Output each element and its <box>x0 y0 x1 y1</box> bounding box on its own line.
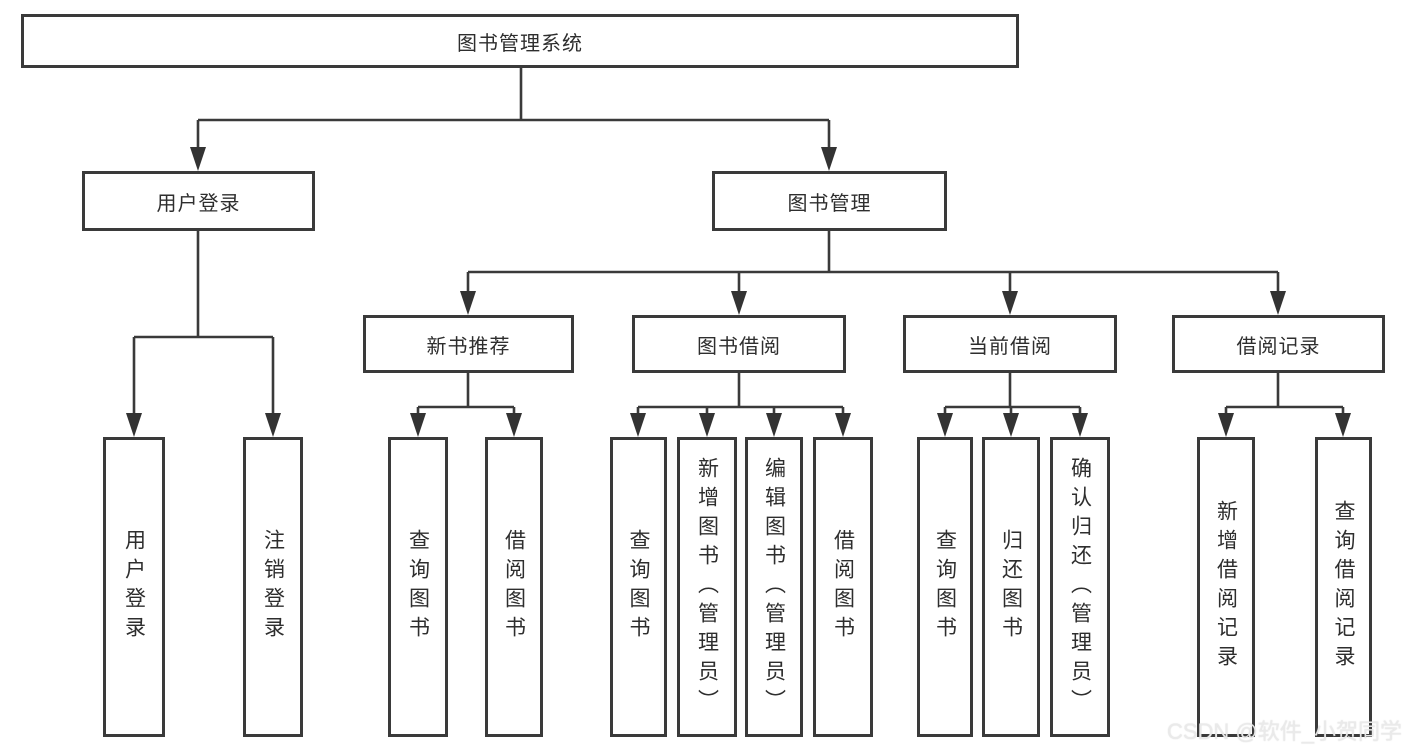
node-current-borrowing: 当前借阅 <box>903 315 1117 373</box>
node-library-management-system: 图书管理系统 <box>21 14 1019 68</box>
node-user-login: 用户登录 <box>82 171 315 231</box>
node-book-borrowing: 图书借阅 <box>632 315 846 373</box>
leaf-query-books-recommendation: 查询图书 <box>388 437 448 737</box>
leaf-logout: 注销登录 <box>243 437 303 737</box>
leaf-return-books: 归还图书 <box>982 437 1040 737</box>
leaf-query-books-borrowing: 查询图书 <box>610 437 667 737</box>
node-label: 查询借阅记录 <box>1332 500 1355 674</box>
node-label: 图书管理 <box>787 192 872 215</box>
node-label: 借阅图书 <box>502 529 526 645</box>
node-borrowing-records: 借阅记录 <box>1172 315 1385 373</box>
node-label: 新增借阅记录 <box>1214 500 1238 674</box>
leaf-edit-book-admin: 编辑图书（管理员） <box>745 437 803 737</box>
node-new-book-recommendation: 新书推荐 <box>363 315 574 373</box>
leaf-borrow-books-recommendation: 借阅图书 <box>485 437 543 737</box>
leaf-add-book-admin: 新增图书（管理员） <box>677 437 737 737</box>
leaf-confirm-return-admin: 确认归还（管理员） <box>1050 437 1110 737</box>
node-label: 归还图书 <box>999 529 1023 645</box>
leaf-borrow-books-borrowing: 借阅图书 <box>813 437 873 737</box>
node-label: 图书借阅 <box>697 335 781 358</box>
node-label: 借阅图书 <box>831 529 855 645</box>
node-label: 新增图书（管理员） <box>695 456 719 718</box>
node-label: 确认归还（管理员） <box>1068 456 1092 718</box>
leaf-add-borrow-record: 新增借阅记录 <box>1197 437 1255 737</box>
node-label: 查询图书 <box>406 529 430 645</box>
leaf-query-borrow-record: 查询借阅记录 <box>1315 437 1372 737</box>
node-label: 用户登录 <box>122 529 146 645</box>
leaf-user-login: 用户登录 <box>103 437 165 737</box>
node-book-management: 图书管理 <box>712 171 947 231</box>
node-label: 查询图书 <box>933 529 957 645</box>
csdn-watermark: CSDN @软件_小贺同学 <box>1166 719 1402 744</box>
node-label: 图书管理系统 <box>457 32 583 55</box>
leaf-query-books-current: 查询图书 <box>917 437 973 737</box>
node-label: 新书推荐 <box>426 335 511 358</box>
node-label: 当前借阅 <box>968 335 1052 358</box>
node-label: 注销登录 <box>261 529 285 645</box>
node-label: 查询图书 <box>627 529 650 645</box>
node-label: 编辑图书（管理员） <box>762 456 786 718</box>
node-label: 用户登录 <box>156 192 241 215</box>
node-label: 借阅记录 <box>1236 335 1321 358</box>
